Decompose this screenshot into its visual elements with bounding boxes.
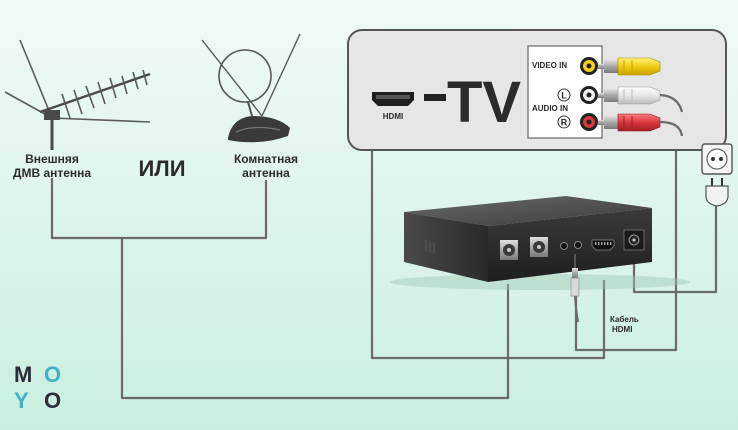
yagi-antenna-icon bbox=[4, 39, 151, 150]
set-top-box-icon bbox=[390, 196, 690, 290]
video-socket-yellow bbox=[580, 57, 598, 75]
hdmi-cable-label-2: HDMI bbox=[612, 325, 632, 334]
audio-left-label: L bbox=[561, 91, 567, 101]
tv-dash bbox=[424, 94, 446, 101]
video-in-label: VIDEO IN bbox=[532, 61, 567, 70]
tv-title: TV bbox=[447, 70, 521, 135]
hdmi-cable-label-1: Кабель bbox=[610, 315, 639, 324]
antenna-cable-outdoor bbox=[50, 178, 268, 240]
moyo-logo: M O Y O bbox=[14, 362, 61, 413]
logo-letter-m: M bbox=[14, 362, 32, 387]
logo-letter-o2: O bbox=[44, 388, 61, 413]
power-socket-icon bbox=[701, 143, 733, 175]
power-cable bbox=[632, 204, 718, 294]
audio-in-label: AUDIO IN bbox=[532, 104, 568, 113]
audio-socket-white bbox=[580, 86, 598, 104]
receiver-power-jack bbox=[623, 229, 645, 251]
tv-panel: HDMI TV VIDEO IN AUDIO IN L R bbox=[347, 29, 727, 151]
hdmi-cable-tv bbox=[370, 148, 606, 360]
receiver-antenna-in-socket bbox=[500, 240, 518, 260]
indoor-antenna-label-2: антенна bbox=[242, 166, 290, 180]
or-label: ИЛИ bbox=[138, 156, 185, 181]
audio-socket-red bbox=[580, 113, 598, 131]
rca-plug-white bbox=[598, 86, 684, 113]
hdmi-cable-receiver bbox=[574, 140, 678, 352]
logo-letter-o1: O bbox=[44, 362, 61, 387]
logo-letter-y: Y bbox=[14, 388, 29, 413]
receiver-hdmi-port bbox=[591, 239, 615, 251]
receiver-antenna-out-socket bbox=[530, 237, 548, 257]
tv-hdmi-label: HDMI bbox=[383, 112, 403, 121]
audio-right-label: R bbox=[561, 118, 568, 128]
tv-hdmi-port-icon bbox=[372, 92, 414, 106]
cables bbox=[50, 68, 718, 400]
rabbit-ear-antenna-icon bbox=[201, 33, 301, 143]
rca-plug-yellow bbox=[598, 57, 661, 76]
rca-plug-red bbox=[598, 113, 684, 137]
antenna-cable-to-receiver bbox=[120, 238, 510, 400]
outdoor-antenna-label-1: Внешняя bbox=[25, 152, 79, 166]
outdoor-antenna-label-2: ДМВ антенна bbox=[13, 166, 92, 180]
audio-plug-icon bbox=[570, 254, 580, 323]
indoor-antenna-label-1: Комнатная bbox=[234, 152, 298, 166]
power-plug-icon bbox=[705, 178, 729, 207]
